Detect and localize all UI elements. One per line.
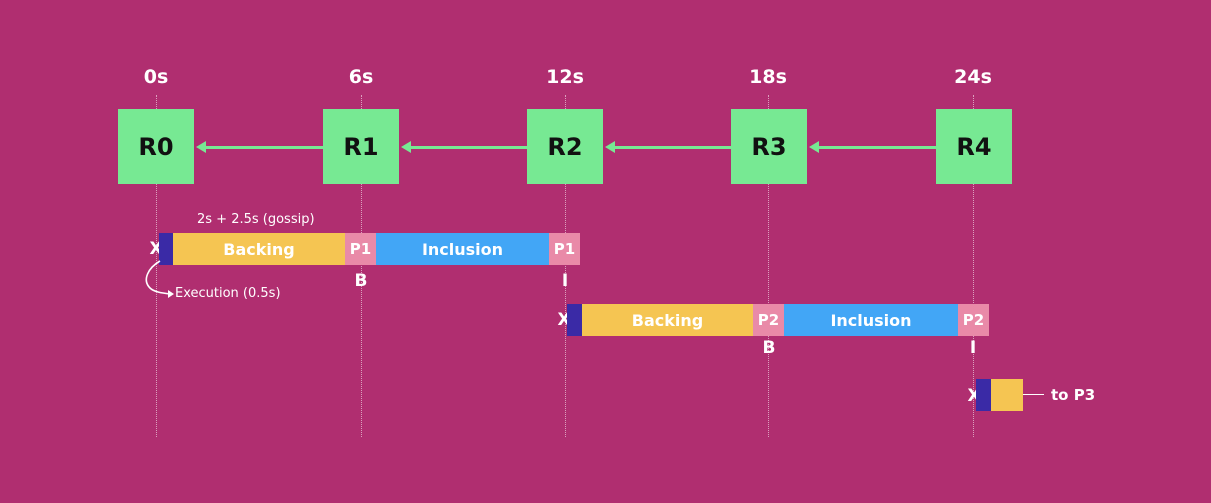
time-label-6s: 6s (348, 66, 374, 88)
execution-label: Execution (0.5s) (175, 286, 281, 301)
relay-block-r4: R4 (936, 109, 1012, 184)
row1-p1-backed-box: P1 (345, 233, 376, 265)
arrow-r2-to-r1 (409, 146, 527, 149)
gossip-label: 2s + 2.5s (gossip) (197, 212, 315, 227)
row1-backing-segment: Backing (173, 233, 345, 265)
row2-backing-segment: Backing (582, 304, 753, 336)
time-label-24s: 24s (954, 66, 992, 88)
relay-block-r1: R1 (323, 109, 399, 184)
time-guide-12s (565, 95, 566, 437)
execution-curve-arrow (145, 260, 174, 298)
row3-connector-line (1023, 394, 1044, 395)
time-label-0s: 0s (143, 66, 169, 88)
row1-p1-included-box: P1 (549, 233, 580, 265)
arrow-r4-to-r3 (817, 146, 936, 149)
relay-block-r2: R2 (527, 109, 603, 184)
arrow-r3-to-r2 (613, 146, 731, 149)
arrow-r1-to-r0 (204, 146, 323, 149)
row1-i-mark: I (561, 271, 569, 291)
row3-backing-segment (991, 379, 1023, 411)
time-label-18s: 18s (749, 66, 787, 88)
relay-block-r0: R0 (118, 109, 194, 184)
time-label-12s: 12s (546, 66, 584, 88)
relay-block-r3: R3 (731, 109, 807, 184)
row1-execution-segment (159, 233, 173, 265)
time-guide-24s (973, 95, 974, 437)
to-p3-label: to P3 (1051, 386, 1096, 404)
row2-b-mark: B (762, 338, 776, 358)
arrow-head-r0 (196, 141, 206, 153)
row2-p2-included-box: P2 (958, 304, 989, 336)
row1-b-mark: B (354, 271, 368, 291)
time-guide-18s (768, 95, 769, 437)
row2-execution-segment (567, 304, 582, 336)
row2-i-mark: I (969, 338, 977, 358)
time-guide-6s (361, 95, 362, 437)
arrow-head-r1 (401, 141, 411, 153)
row2-inclusion-segment: Inclusion (784, 304, 958, 336)
arrow-head-r2 (605, 141, 615, 153)
arrow-head-r3 (809, 141, 819, 153)
row2-p2-backed-box: P2 (753, 304, 784, 336)
row3-execution-segment (976, 379, 991, 411)
row1-inclusion-segment: Inclusion (376, 233, 549, 265)
time-guide-0s (156, 95, 157, 437)
